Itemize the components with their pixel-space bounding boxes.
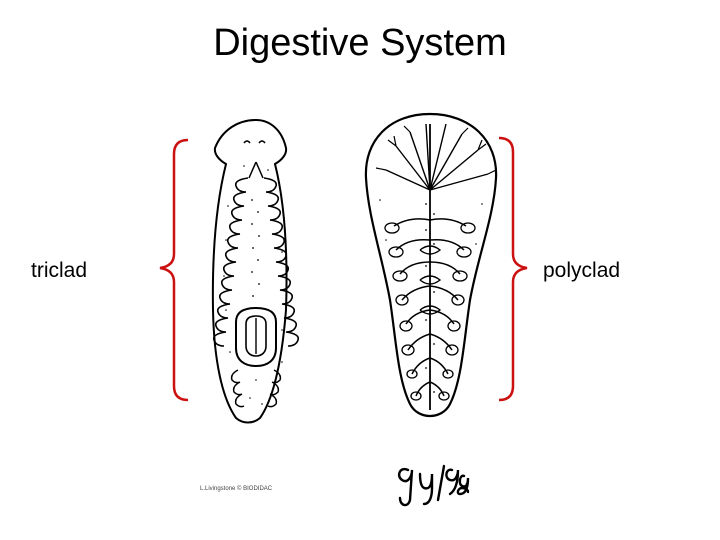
illustration-credit: L.Livingstone © BIODIDAC — [200, 486, 273, 492]
left-bracket — [159, 138, 189, 402]
triclad-illustration — [211, 118, 300, 424]
polyclad-stipple — [379, 199, 483, 393]
right-bracket — [498, 136, 528, 402]
triclad-label: triclad — [31, 259, 88, 282]
polyclad-illustration — [364, 112, 498, 418]
polyclad-label: polyclad — [543, 259, 621, 282]
signature-mark — [397, 464, 470, 507]
slide-title: Digestive System — [213, 22, 507, 64]
triclad-stipple — [223, 165, 285, 405]
